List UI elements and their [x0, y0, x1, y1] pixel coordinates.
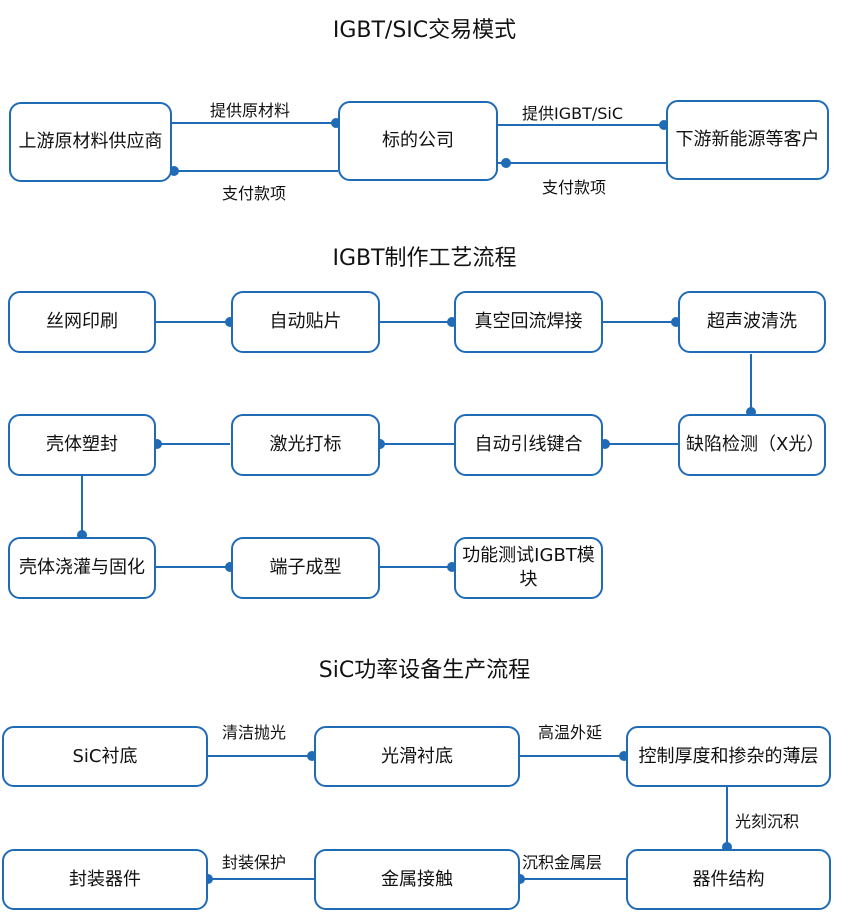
sic-title: SiC功率设备生产流程 [318, 658, 531, 683]
label-pay-1: 支付款项 [222, 184, 287, 203]
device-structure-box: 器件结构 [626, 849, 831, 910]
step-ultrasonic-cleaning: 超声波清洗 [678, 291, 826, 353]
arrow-head-dot [501, 158, 511, 168]
step-screen-printing: 丝网印刷 [8, 291, 156, 353]
label-pay-2: 支付款项 [542, 178, 607, 197]
step-wire-bonding: 自动引线键合 [454, 414, 603, 476]
step-shell-potting: 壳体浇灌与固化 [8, 537, 156, 599]
metal-contact-box: 金属接触 [314, 849, 520, 910]
label-high-temp-epitaxy: 高温外延 [538, 723, 603, 742]
sic-substrate-box: SiC衬底 [2, 726, 208, 787]
label-supply-igbt: 提供IGBT/SiC [522, 104, 624, 123]
upstream-supplier-box: 上游原材料供应商 [9, 102, 172, 182]
downstream-customer-box: 下游新能源等客户 [666, 100, 829, 180]
label-supply-material: 提供原材料 [210, 101, 291, 120]
trade-title: IGBT/SIC交易模式 [332, 18, 517, 43]
step-terminal-forming: 端子成型 [231, 537, 380, 599]
label-lithography: 光刻沉积 [735, 812, 800, 831]
step-laser-marking: 激光打标 [231, 414, 380, 476]
step-auto-placement: 自动贴片 [231, 291, 380, 353]
label-metal-deposition: 沉积金属层 [522, 853, 603, 872]
smooth-substrate-box: 光滑衬底 [314, 726, 520, 787]
packaged-device-box: 封装器件 [2, 849, 208, 910]
step-shell-molding: 壳体塑封 [8, 414, 156, 476]
step-function-test: 功能测试IGBT模块 [454, 537, 603, 599]
label-package-protect: 封装保护 [222, 853, 287, 872]
step-vacuum-reflow: 真空回流焊接 [454, 291, 603, 353]
step-defect-detection: 缺陷检测（X光） [678, 414, 826, 476]
label-clean-polish: 清洁抛光 [222, 723, 287, 742]
doped-layer-box: 控制厚度和掺杂的薄层 [626, 726, 831, 787]
company-box: 标的公司 [338, 101, 498, 181]
igbt-title: IGBT制作工艺流程 [332, 246, 517, 271]
